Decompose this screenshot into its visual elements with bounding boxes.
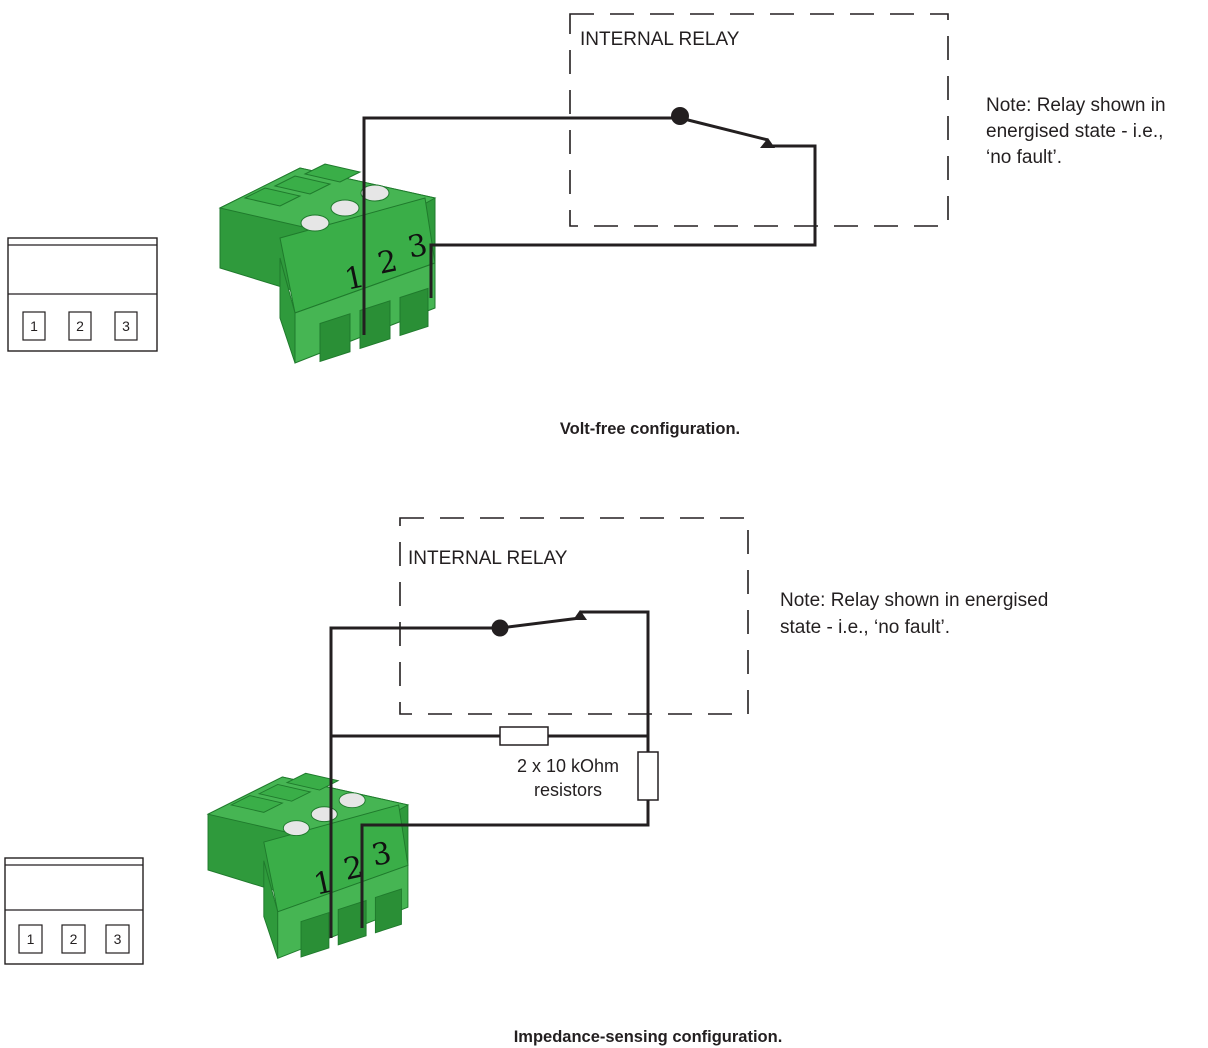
diagram-impedance-sensing: INTERNAL RELAY Note: Relay shown in ener…	[4, 517, 1048, 1046]
terminal-symbol: 1 2 3	[4, 857, 144, 965]
circuit-wires	[329, 610, 650, 938]
relay-label: INTERNAL RELAY	[580, 29, 740, 50]
relay-pivot	[671, 107, 689, 125]
terminal-box-1	[22, 311, 46, 341]
diagram-volt-free: INTERNAL RELAY Note: Relay shown in ener…	[7, 13, 1166, 438]
note-line-1: Note: Relay shown in energised	[780, 590, 1048, 611]
relay-contact	[760, 138, 775, 148]
terminal-number-2: 2	[70, 931, 78, 947]
green-connector	[219, 163, 436, 364]
caption: Impedance-sensing configuration.	[514, 1028, 783, 1046]
relay-box	[569, 13, 949, 227]
relay-contact	[573, 610, 587, 620]
resistor-vertical	[637, 751, 659, 801]
relay-box	[399, 517, 749, 715]
relay-pivot	[491, 619, 509, 637]
relay-label: INTERNAL RELAY	[408, 548, 568, 569]
terminal-box-1	[18, 924, 43, 954]
terminal-box-2	[68, 311, 92, 341]
terminal-symbol: 1 2 3	[7, 237, 158, 352]
note-line-1: Note: Relay shown in	[986, 95, 1166, 116]
note-line-3: ‘no fault’.	[986, 147, 1062, 168]
terminal-box-2	[61, 924, 86, 954]
note-line-2: energised state - i.e.,	[986, 121, 1163, 142]
caption: Volt-free configuration.	[560, 420, 740, 438]
terminal-number-2: 2	[76, 318, 84, 334]
resistor-label-line-2: resistors	[534, 780, 602, 800]
circuit-wires	[362, 116, 817, 335]
resistor-label-line-1: 2 x 10 kOhm	[517, 756, 619, 776]
terminal-box-3	[114, 311, 138, 341]
terminal-number-3: 3	[122, 318, 130, 334]
resistor-horizontal	[499, 726, 549, 746]
terminal-number-1: 1	[30, 318, 38, 334]
terminal-number-1: 1	[27, 931, 35, 947]
terminal-box-3	[105, 924, 130, 954]
note-line-2: state - i.e., ‘no fault’.	[780, 617, 950, 638]
terminal-number-3: 3	[114, 931, 122, 947]
